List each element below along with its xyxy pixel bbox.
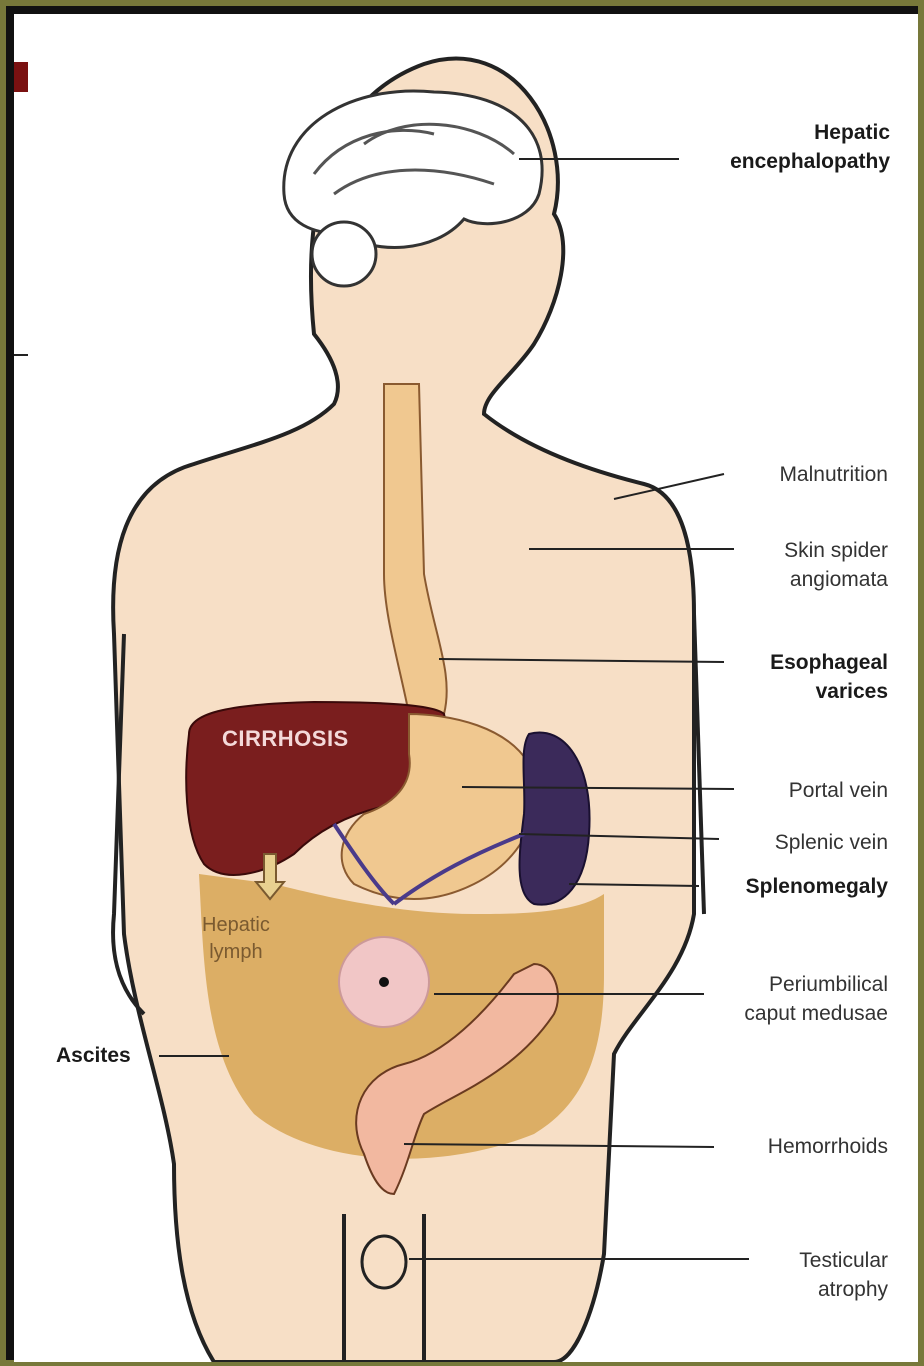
label-skin-spider-angiomata: Skin spider angiomata bbox=[784, 536, 888, 594]
label-periumbilical-caput-medusae: Periumbilical caput medusae bbox=[744, 970, 888, 1028]
diagram-canvas: CIRRHOSIS Hepatic lymph Hepatic encephal… bbox=[14, 14, 918, 1362]
label-testicular-atrophy: Testicular atrophy bbox=[799, 1246, 888, 1304]
label-hepatic-encephalopathy: Hepatic encephalopathy bbox=[730, 118, 890, 176]
label-splenomegaly: Splenomegaly bbox=[746, 872, 888, 901]
testes bbox=[362, 1236, 406, 1288]
label-malnutrition: Malnutrition bbox=[779, 460, 888, 489]
label-esophageal-varices: Esophageal varices bbox=[770, 648, 888, 706]
hepatic-lymph-label: Hepatic lymph bbox=[202, 912, 270, 966]
label-ascites: Ascites bbox=[56, 1041, 131, 1070]
cirrhosis-label: CIRRHOSIS bbox=[222, 726, 349, 752]
cerebellum bbox=[312, 222, 376, 286]
label-hemorrhoids: Hemorrhoids bbox=[768, 1132, 888, 1161]
label-splenic-vein: Splenic vein bbox=[775, 828, 888, 857]
label-portal-vein: Portal vein bbox=[789, 776, 888, 805]
